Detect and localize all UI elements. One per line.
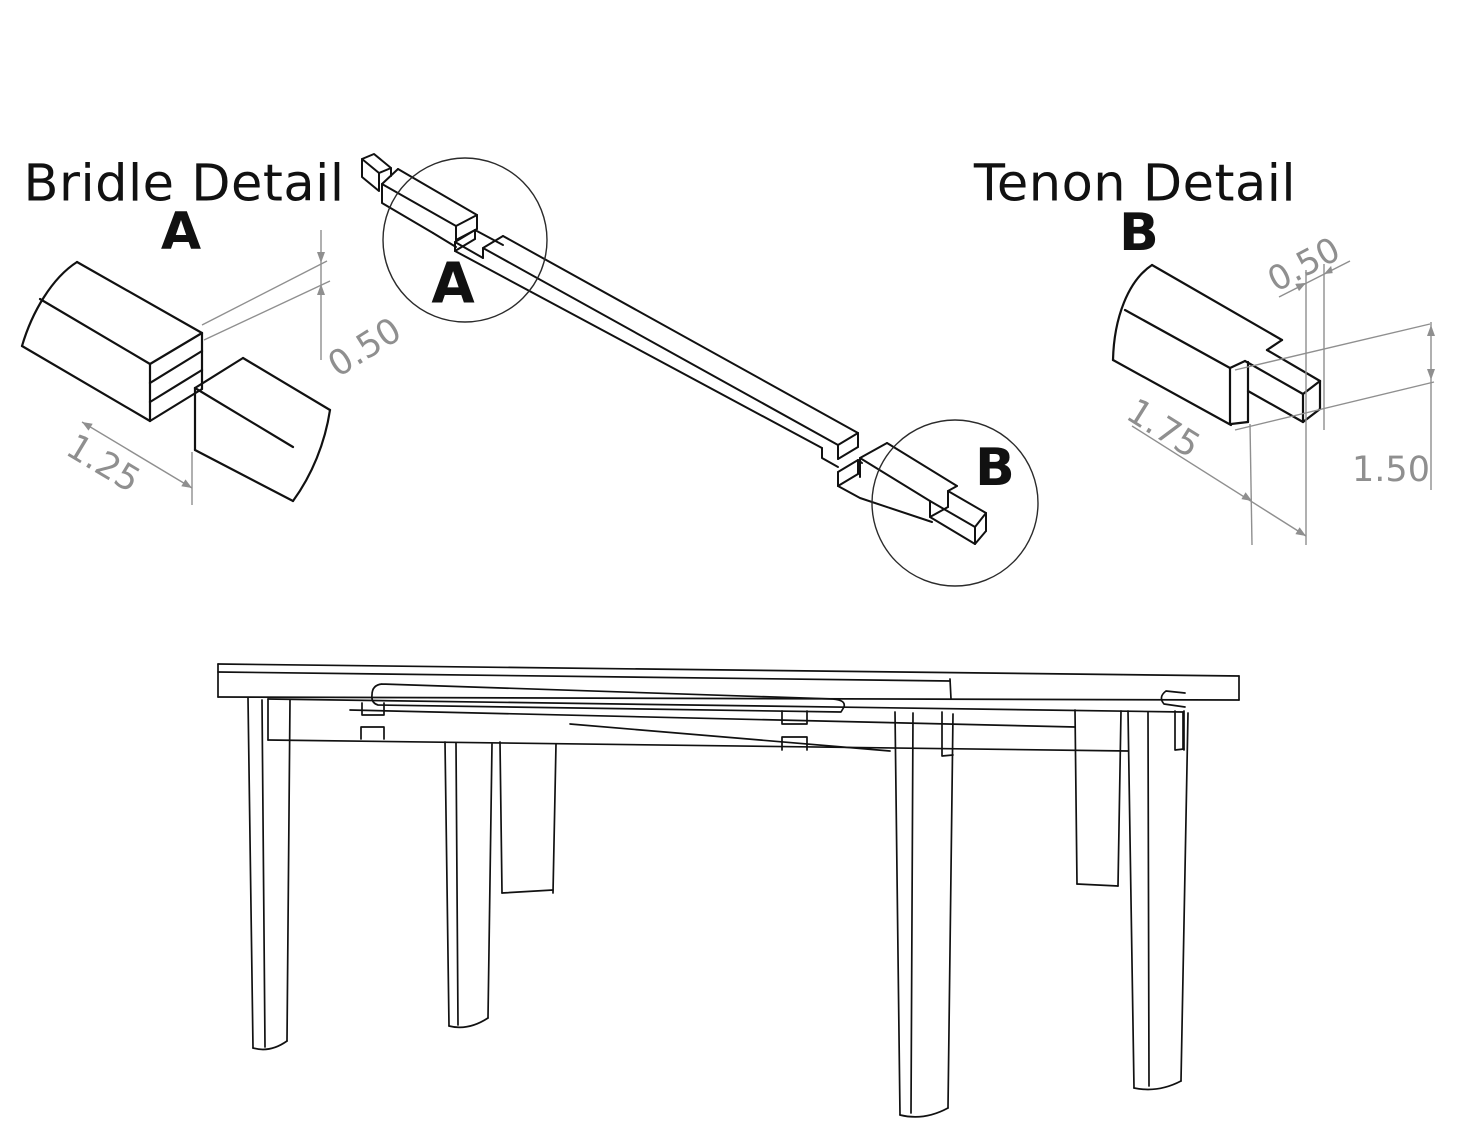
tenon-dimension-lines	[1131, 260, 1435, 546]
tenon-joint-drawing	[1111, 263, 1322, 427]
tenon-detail-title: Tenon Detail	[973, 154, 1297, 214]
apron-rail	[267, 698, 1184, 752]
bridle-detail-title: Bridle Detail	[23, 154, 345, 214]
callout-letter-a: A	[431, 251, 475, 317]
detail-callout-circles	[382, 157, 1039, 587]
long-rail	[454, 229, 859, 468]
extension-slide-board	[371, 683, 1186, 713]
rail-height-dimension: 1.50	[1352, 450, 1430, 490]
callout-letter-b: B	[975, 438, 1015, 498]
bridle-detail-letter: A	[160, 202, 202, 262]
tenon-detail-letter: B	[1119, 203, 1159, 263]
detail-circle-a	[382, 157, 548, 323]
tabletop	[217, 663, 1240, 701]
tenon-end-piece	[837, 442, 987, 545]
detail-circle-b	[871, 419, 1039, 587]
cross-rail-end	[361, 153, 478, 248]
bridle-joint-drawing	[20, 260, 332, 503]
bridle-dimension-lines	[81, 230, 331, 505]
table-drawing	[217, 663, 1240, 1118]
table-legs	[247, 697, 1189, 1118]
rail-assembly-drawing	[361, 153, 987, 545]
